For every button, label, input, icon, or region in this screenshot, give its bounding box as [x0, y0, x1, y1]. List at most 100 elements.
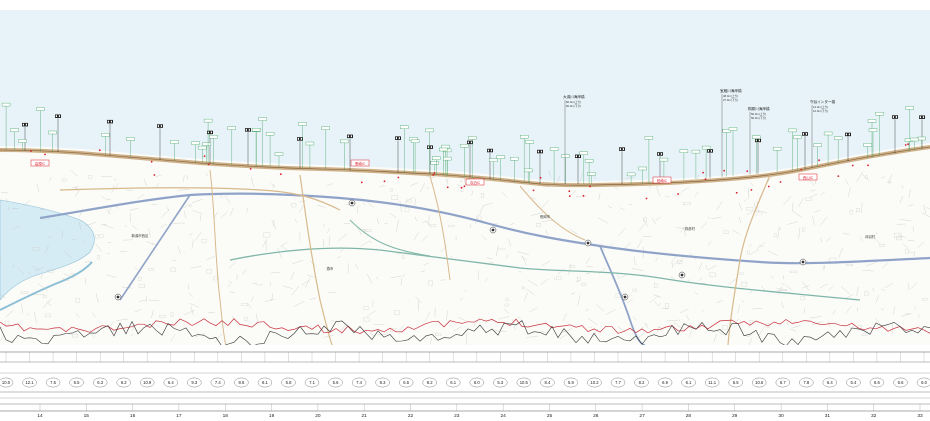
terrain-stroke	[778, 226, 782, 231]
terrain-stroke	[95, 292, 99, 304]
interchange-callout-text: 寺泊IC	[470, 180, 481, 185]
terrain-stroke	[673, 322, 677, 325]
route-shield-icon	[348, 199, 356, 207]
expressway-branch-left	[119, 194, 191, 301]
flag-signpost-icon	[157, 124, 163, 128]
terrain-stroke	[653, 301, 659, 306]
terrain-stroke	[789, 328, 797, 332]
building-block	[746, 250, 750, 255]
km-post-label: 33	[917, 413, 923, 419]
profile-value-cell: 7.4	[351, 352, 367, 388]
map-place-label: 燕市	[327, 266, 334, 271]
signpost-marker	[919, 115, 925, 149]
terrain-stroke	[541, 260, 550, 266]
profile-value-text: 6.5	[74, 380, 80, 385]
profile-value-cell: 7.8	[799, 352, 814, 388]
terrain-stroke	[585, 309, 589, 311]
building-block	[363, 317, 370, 322]
profile-value-cell: 8.3	[375, 352, 390, 388]
building-block	[159, 315, 166, 318]
terrain-stroke	[914, 306, 917, 311]
green-callout	[910, 137, 919, 150]
terrain-stroke	[5, 198, 8, 202]
green-callout	[251, 128, 261, 166]
terrain-stroke	[698, 262, 703, 271]
terrain-stroke	[598, 267, 606, 275]
km-post-label: 18	[223, 413, 229, 419]
building-block	[391, 195, 398, 200]
profile-value-text: 7.5	[50, 380, 56, 385]
terrain-stroke	[227, 283, 231, 288]
terrain-stroke	[229, 207, 234, 216]
profile-value-text: 6.6	[898, 380, 904, 385]
profile-value-text: 6.6	[874, 380, 880, 385]
flag-signpost-icon	[707, 149, 713, 153]
red-point-marker	[44, 153, 46, 156]
terrain-stroke	[464, 178, 466, 186]
terrain-stroke	[627, 298, 633, 304]
km-post-label: 31	[825, 413, 831, 419]
terrain-stroke	[469, 224, 472, 229]
profile-value-text: 10.6	[755, 380, 764, 385]
terrain-stroke	[619, 207, 625, 211]
building-block	[654, 283, 658, 288]
red-point-marker	[279, 173, 282, 176]
terrain-stroke	[823, 264, 825, 270]
green-callout	[510, 157, 519, 182]
green-callout	[752, 135, 761, 174]
terrain-stroke	[559, 332, 570, 339]
profile-value-cell: 7.5	[45, 352, 61, 388]
terrain-stroke	[47, 298, 52, 304]
terrain-stroke	[644, 323, 649, 329]
terrain-stroke	[881, 176, 886, 179]
terrain-stroke	[228, 261, 236, 269]
profile-value-cell: 6.9	[657, 352, 673, 388]
terrain-stroke	[199, 214, 202, 221]
terrain-stroke	[484, 277, 488, 282]
red-point-marker	[582, 194, 585, 197]
terrain-stroke	[905, 313, 910, 315]
signpost-marker	[297, 137, 303, 168]
terrain-stroke	[206, 255, 216, 261]
terrain-stroke	[403, 274, 405, 278]
terrain-stroke	[875, 295, 879, 303]
red-point-marker	[397, 176, 400, 179]
terrain-stroke	[697, 174, 699, 181]
terrain-stroke	[151, 203, 158, 205]
terrain-stroke	[737, 304, 740, 314]
terrain-stroke	[908, 251, 914, 253]
building-block	[504, 303, 509, 307]
red-point-marker	[460, 186, 463, 189]
profile-value-cell: 6.5	[69, 352, 84, 388]
local-road-5	[727, 174, 771, 346]
flag-signpost-icon	[575, 154, 581, 159]
building-block	[922, 298, 928, 301]
profile-value-text: 8.2	[639, 380, 645, 385]
terrain-stroke	[125, 189, 133, 191]
profile-value-cell: 10.6	[752, 352, 767, 388]
local-road-1	[59, 187, 341, 211]
terrain-stroke	[400, 277, 403, 286]
signpost-marker	[619, 147, 625, 184]
terrain-stroke	[190, 305, 194, 316]
terrain-stroke	[82, 239, 85, 244]
terrain-stroke	[568, 263, 572, 276]
terrain-stroke	[562, 328, 573, 333]
terrain-stroke	[701, 309, 704, 313]
building-block	[241, 303, 249, 306]
green-callout	[209, 135, 218, 164]
terrain-stroke	[802, 285, 810, 289]
profile-black-line	[0, 320, 930, 347]
terrain-stroke	[471, 190, 474, 196]
terrain-stroke	[390, 275, 402, 278]
terrain-stroke	[4, 310, 14, 318]
signpost-marker	[245, 128, 251, 166]
local-road-4	[429, 175, 451, 281]
building-block	[99, 234, 104, 238]
terrain-stroke	[698, 276, 703, 281]
terrain-stroke	[826, 237, 832, 242]
profile-value-text: 6.4	[168, 380, 174, 385]
terrain-stroke	[269, 282, 271, 287]
profile-value-text: 8.1	[262, 380, 268, 385]
green-callout	[626, 172, 636, 184]
